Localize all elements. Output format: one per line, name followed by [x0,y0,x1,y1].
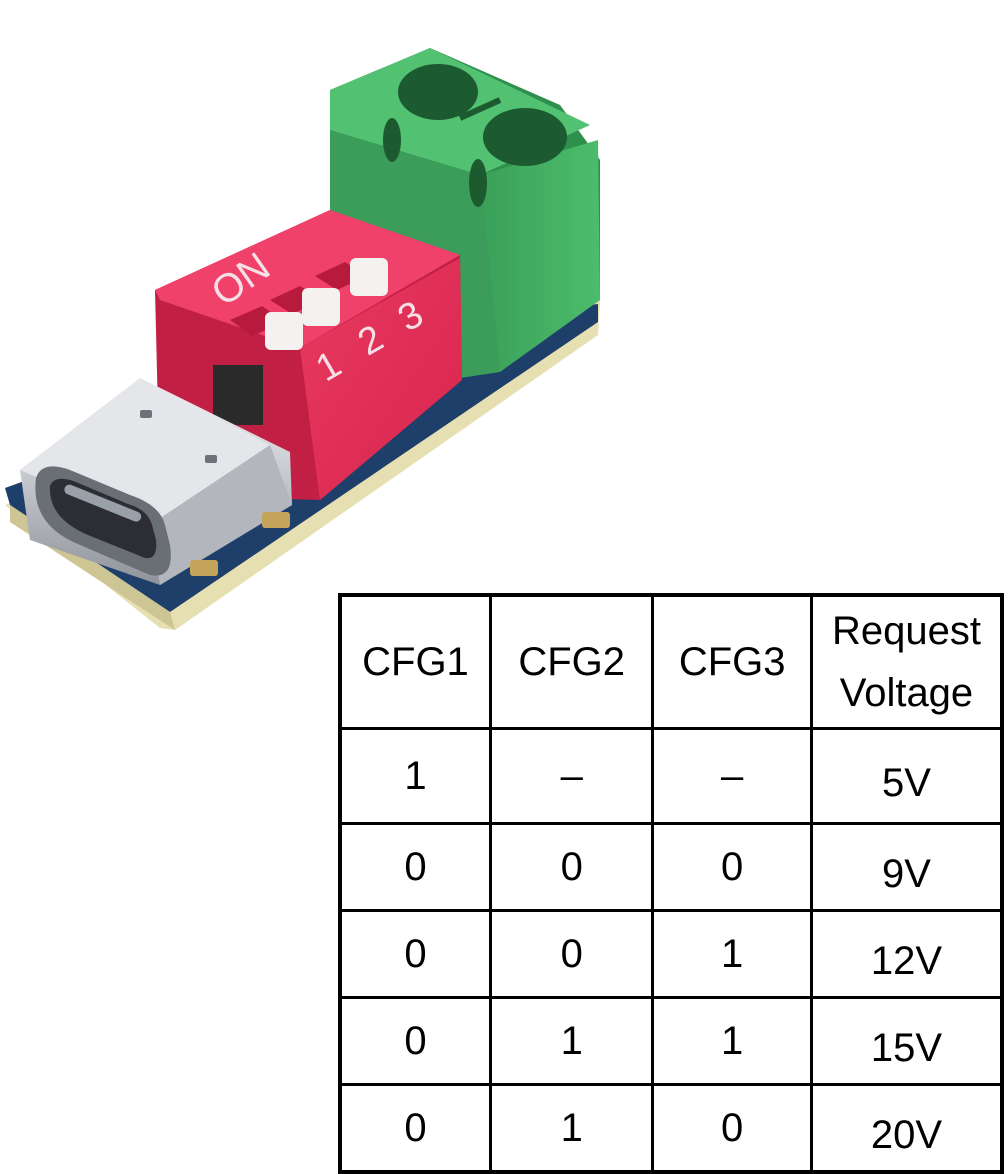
table-row: 0 0 0 9V [338,822,1004,912]
header-cfg2: CFG2 [488,593,655,730]
cfg1-cell: 0 [338,1083,492,1174]
header-request-voltage-line1: Request [831,609,981,653]
table-row: 0 1 0 20V [338,1083,1004,1174]
cfg3-cell: 1 [651,996,813,1086]
table-header-row: CFG1 CFG2 CFG3 Request Voltage [338,593,1004,730]
table-row: 0 1 1 15V [338,996,1004,1086]
cfg1-cell: 0 [338,822,492,912]
cfg1-cell: 0 [338,909,492,999]
cfg3-cell: – [651,727,813,825]
header-request-voltage-line2: Voltage [839,671,974,715]
dip-switch-2-knob [302,288,340,326]
voltage-cell: 5V [809,727,1004,825]
voltage-cell: 20V [809,1083,1004,1174]
cfg2-cell: – [488,727,655,825]
dip-switch-1-knob [265,312,303,350]
table-row: 0 0 1 12V [338,909,1004,999]
voltage-cell: 12V [809,909,1004,999]
voltage-config-table: CFG1 CFG2 CFG3 Request Voltage 1 – – 5V … [338,593,1004,1174]
cfg3-cell: 0 [651,1083,813,1174]
header-cfg3: CFG3 [651,593,813,730]
cfg1-cell: 1 [338,727,492,825]
cfg2-cell: 0 [488,822,655,912]
cfg2-cell: 0 [488,909,655,999]
usb-c-connector [20,378,292,585]
cfg2-cell: 1 [488,996,655,1086]
table-row: 1 – – 5V [338,727,1004,825]
cfg2-cell: 1 [488,1083,655,1174]
screw-hole-icon [483,108,567,166]
header-request-voltage: Request Voltage [809,593,1004,730]
cfg3-cell: 0 [651,822,813,912]
voltage-cell: 15V [809,996,1004,1086]
voltage-cell: 9V [809,822,1004,912]
cfg3-cell: 1 [651,909,813,999]
dip-switch-3-knob [350,258,388,296]
header-cfg1: CFG1 [338,593,492,730]
screw-hole-icon [398,64,478,120]
cfg1-cell: 0 [338,996,492,1086]
